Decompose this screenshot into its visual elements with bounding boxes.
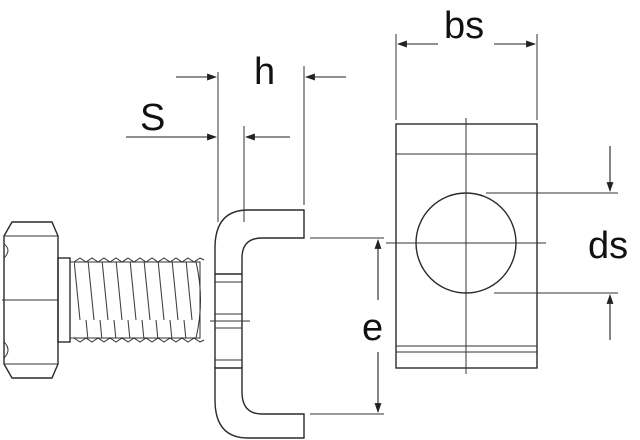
- label-e: e: [362, 307, 383, 349]
- bolt: [2, 221, 205, 379]
- label-h: h: [254, 51, 275, 93]
- clamp-side-view: [386, 118, 546, 374]
- bolt-hex-head: [2, 221, 59, 379]
- bolt-thread: [73, 257, 205, 343]
- dimension-e: e: [310, 237, 384, 415]
- label-ds: ds: [588, 225, 628, 267]
- dimension-s: S: [126, 72, 290, 222]
- label-s: S: [140, 97, 165, 139]
- clamp-top-arm: [214, 209, 305, 275]
- label-bs: bs: [444, 5, 484, 47]
- dimension-ds: ds: [486, 146, 628, 340]
- clamp-bottom-arm: [214, 367, 305, 439]
- dimension-bs: bs: [395, 5, 538, 120]
- dimension-h: h: [176, 51, 346, 205]
- clamp-profile: [210, 209, 305, 439]
